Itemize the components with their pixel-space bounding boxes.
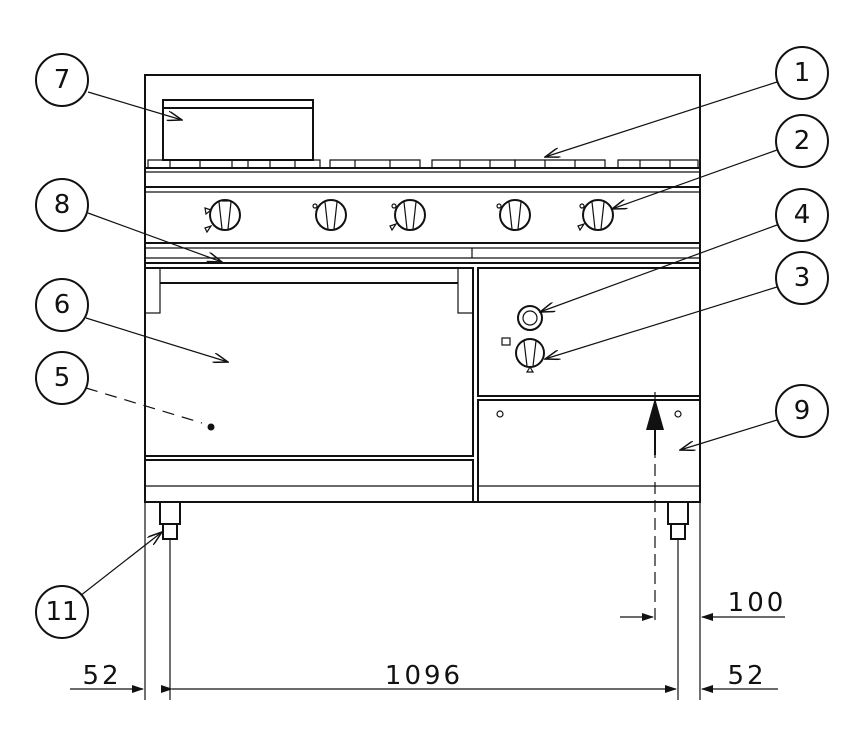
adjustable-feet — [159, 501, 689, 540]
thermostat-knob — [501, 337, 545, 373]
callout-4-label: 4 — [794, 200, 811, 230]
callout-5-label: 5 — [54, 363, 71, 393]
burner-knobs — [204, 199, 614, 234]
pilot-light — [517, 305, 543, 331]
leader-8 — [87, 212, 222, 262]
knob-1 — [204, 199, 241, 234]
leader-3 — [545, 286, 778, 359]
callout-balloons: 1 2 3 4 5 6 7 8 — [35, 46, 829, 639]
callout-2-label: 2 — [794, 126, 811, 156]
callout-8: 8 — [35, 178, 89, 232]
oven-point — [207, 423, 215, 431]
callout-3: 3 — [775, 251, 829, 305]
knob-2 — [312, 199, 347, 231]
thermostat-panel — [477, 267, 701, 397]
dim-100: 100 — [728, 588, 787, 618]
callout-11-label: 11 — [45, 597, 78, 627]
callout-3-label: 3 — [794, 263, 811, 293]
callout-7-label: 7 — [54, 65, 71, 95]
callout-5: 5 — [35, 351, 89, 405]
right-cabinet — [477, 267, 701, 503]
lower-cabinet-door — [477, 399, 701, 503]
body-outline — [144, 74, 701, 503]
callout-4: 4 — [775, 188, 829, 242]
dim-52-left: 52 — [82, 661, 121, 691]
callout-11: 11 — [35, 585, 89, 639]
oven-door — [144, 267, 474, 457]
callout-6: 6 — [35, 278, 89, 332]
callout-6-label: 6 — [54, 290, 71, 320]
foot-left — [159, 501, 181, 540]
foot-right — [667, 501, 689, 540]
burner-row — [145, 159, 700, 173]
inlet-arrow — [646, 398, 664, 430]
dim-1096: 1096 — [385, 661, 463, 691]
leader-11 — [79, 532, 162, 597]
leader-4 — [540, 224, 778, 312]
callout-1-label: 1 — [794, 58, 811, 88]
door-hinge-right — [457, 267, 474, 314]
leader-9 — [680, 419, 778, 450]
leader-6 — [85, 317, 228, 362]
leader-1 — [545, 81, 778, 157]
callout-8-label: 8 — [54, 190, 71, 220]
callout-9-label: 9 — [794, 396, 811, 426]
callout-1: 1 — [775, 46, 829, 100]
dim-52-right: 52 — [727, 661, 766, 691]
griddle-plate — [162, 99, 314, 161]
door-hinge-left — [144, 267, 161, 314]
screw-left — [496, 410, 504, 418]
appliance-body — [144, 74, 701, 540]
oven — [144, 267, 474, 503]
knob-4 — [496, 199, 531, 231]
knob-5 — [577, 199, 614, 232]
leader-5 — [85, 387, 203, 424]
leader-2 — [612, 149, 778, 209]
control-panel — [145, 186, 700, 264]
leader-lines — [79, 81, 778, 597]
screw-right — [674, 410, 682, 418]
callout-2: 2 — [775, 114, 829, 168]
callout-9: 9 — [775, 384, 829, 438]
dimension-lines: 52 1096 52 100 — [70, 392, 787, 700]
leader-7 — [87, 91, 182, 120]
knob-3 — [389, 199, 426, 232]
oven-base-panel — [144, 459, 474, 503]
callout-7: 7 — [35, 53, 89, 107]
